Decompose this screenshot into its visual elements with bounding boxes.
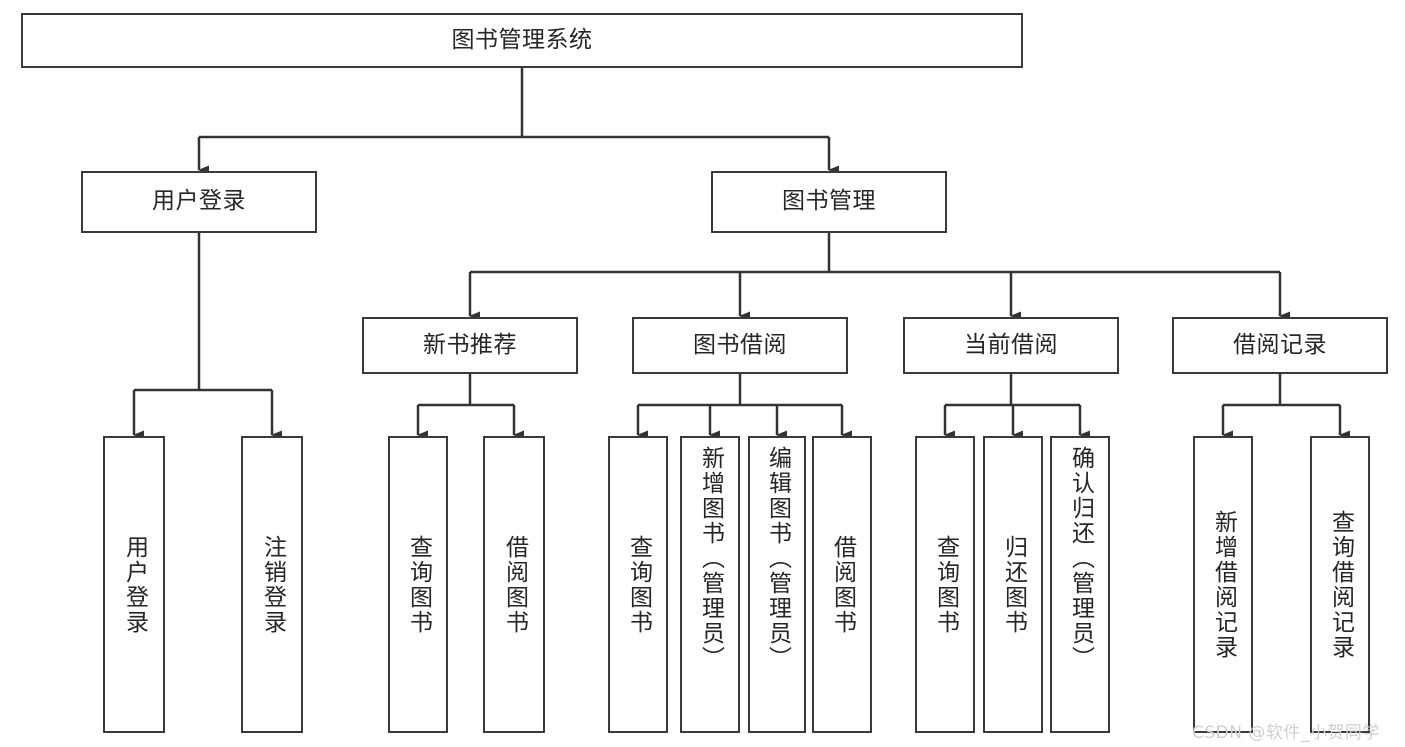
node-label: 当前借阅 <box>964 331 1058 358</box>
node-label: 确认归还（管理员） <box>1067 446 1094 671</box>
node-label: 查询借阅记录 <box>1327 509 1354 660</box>
node-new-book-recommend: 新书推荐 <box>362 317 578 374</box>
node-label: 图书管理系统 <box>451 26 593 53</box>
node-root: 图书管理系统 <box>21 13 1023 68</box>
node-label: 用户登录 <box>121 534 148 635</box>
node-label: 查询图书 <box>405 534 432 635</box>
watermark-text: CSDN @软件_小贺同学 <box>1192 723 1380 743</box>
node-label: 归还图书 <box>1000 534 1027 635</box>
node-leaf-add-record: 新增借阅记录 <box>1193 436 1253 733</box>
node-label: 新增借阅记录 <box>1210 509 1237 660</box>
node-borrow-record: 借阅记录 <box>1172 317 1388 374</box>
node-label: 图书管理 <box>782 188 876 215</box>
node-label: 图书借阅 <box>693 331 787 358</box>
node-label: 借阅记录 <box>1233 331 1327 358</box>
node-book-management: 图书管理 <box>711 171 947 233</box>
edge-layer <box>132 68 1350 440</box>
node-label: 查询图书 <box>932 534 959 635</box>
node-leaf-query-record: 查询借阅记录 <box>1310 436 1370 733</box>
node-label: 编辑图书（管理员） <box>764 446 791 671</box>
node-leaf-edit-book: 编辑图书（管理员） <box>748 436 806 733</box>
node-label: 用户登录 <box>152 188 246 215</box>
node-leaf-user-logout: 注销登录 <box>241 436 303 733</box>
node-leaf-user-login: 用户登录 <box>103 436 165 733</box>
node-leaf-return-book: 归还图书 <box>983 436 1043 733</box>
node-leaf-confirm-return: 确认归还（管理员） <box>1050 436 1110 733</box>
node-label: 借阅图书 <box>829 534 856 635</box>
node-label: 借阅图书 <box>501 534 528 635</box>
node-leaf-query-book-1: 查询图书 <box>388 436 448 733</box>
node-current-borrow: 当前借阅 <box>903 317 1119 374</box>
node-leaf-query-book-2: 查询图书 <box>608 436 668 733</box>
node-label: 新增图书（管理员） <box>697 446 724 671</box>
node-label: 新书推荐 <box>423 331 517 358</box>
node-book-borrow: 图书借阅 <box>632 317 848 374</box>
node-leaf-query-book-3: 查询图书 <box>915 436 975 733</box>
node-label: 注销登录 <box>259 534 286 635</box>
node-label: 查询图书 <box>625 534 652 635</box>
node-leaf-borrow-book-2: 借阅图书 <box>812 436 872 733</box>
node-leaf-add-book: 新增图书（管理员） <box>680 436 740 733</box>
node-leaf-borrow-book-1: 借阅图书 <box>483 436 545 733</box>
node-user-login: 用户登录 <box>81 171 317 233</box>
